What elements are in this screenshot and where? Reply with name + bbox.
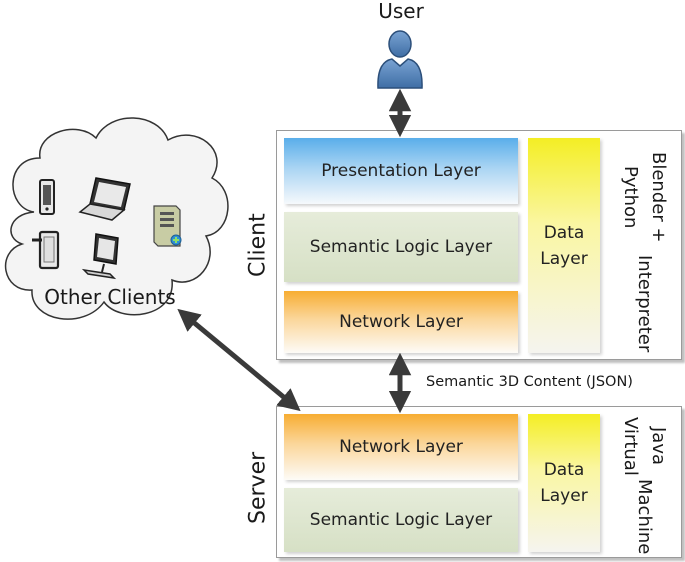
server-runtime-label: Java Virtual Machine <box>612 414 676 554</box>
server-semantic-logic-layer: Semantic Logic Layer <box>284 488 518 552</box>
client-data-layer: Data Layer <box>528 138 600 353</box>
client-runtime-label: Blender + Python Interpreter <box>612 140 676 352</box>
server-runtime-line1: Java Virtual <box>620 416 669 476</box>
user-icon <box>377 30 423 89</box>
client-label: Client <box>245 213 271 277</box>
server-network-layer: Network Layer <box>284 414 518 480</box>
client-data-layer-line1: Data <box>543 222 585 243</box>
client-semantic-logic-layer: Semantic Logic Layer <box>284 212 518 282</box>
presentation-layer: Presentation Layer <box>284 138 518 204</box>
tablet-icon <box>32 230 60 270</box>
desktop-icon <box>81 233 119 280</box>
laptop-icon <box>78 177 131 221</box>
server-data-layer: Data Layer <box>528 414 600 552</box>
client-network-layer: Network Layer <box>284 291 518 353</box>
server-data-layer-line2: Layer <box>540 486 588 506</box>
server-data-layer-line1: Data <box>543 460 585 480</box>
server-label: Server <box>245 451 271 525</box>
server-runtime-line2: Machine <box>634 478 655 554</box>
semantic-content-label: Semantic 3D Content (JSON) <box>426 374 633 390</box>
user-label: User <box>378 0 424 23</box>
client-data-layer-line2: Layer <box>540 248 588 269</box>
smartphone-icon <box>39 179 55 215</box>
server-tower-icon <box>153 205 182 247</box>
client-runtime-line2: Interpreter <box>634 254 655 352</box>
client-runtime-line1: Blender + Python <box>620 152 669 243</box>
other-clients-label: Other Clients <box>44 285 176 309</box>
